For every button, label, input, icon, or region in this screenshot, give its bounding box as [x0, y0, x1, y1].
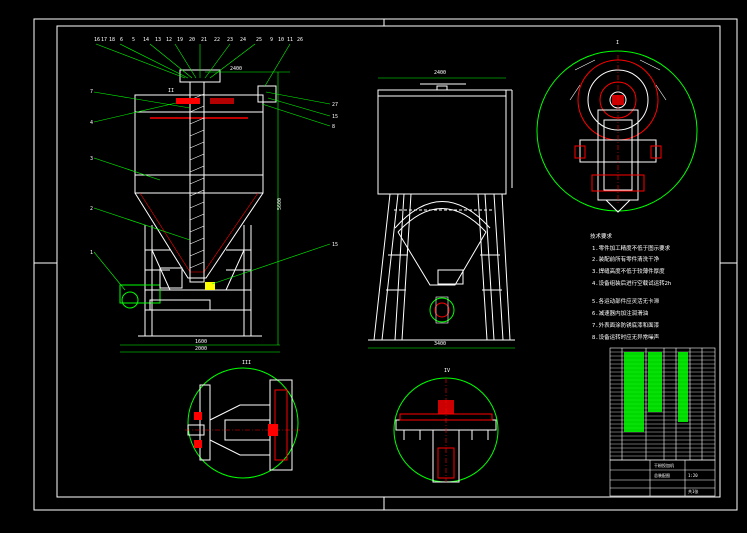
balloon-15b: 15 — [332, 242, 338, 248]
balloon-5: 5 — [132, 37, 135, 43]
balloon-4: 4 — [90, 120, 93, 126]
title-block — [609, 459, 716, 497]
drawing-frame — [33, 18, 738, 511]
balloon-14: 14 — [143, 37, 149, 43]
section-mark-2: II — [168, 88, 174, 94]
balloon-27: 27 — [332, 102, 338, 108]
balloon-26: 26 — [297, 37, 303, 43]
balloon-labels-right: 27 15 8 15 — [332, 102, 338, 248]
detail-view-bottom-left — [185, 367, 300, 479]
balloon-16: 16 — [94, 37, 100, 43]
balloon-24: 24 — [240, 37, 246, 43]
title-scale: 1:20 — [688, 473, 698, 478]
note-3: 3.焊缝高度不低于较薄件厚度 — [592, 267, 665, 275]
balloon-3: 3 — [90, 156, 93, 162]
balloon-labels-top: 16 17 18 6 5 14 13 12 19 20 21 22 23 24 … — [94, 37, 303, 43]
balloon-17: 17 — [101, 37, 107, 43]
title-drawing: 总装配图 — [654, 472, 670, 478]
balloon-20: 20 — [189, 37, 195, 43]
balloon-12: 12 — [166, 37, 172, 43]
balloon-22: 22 — [214, 37, 220, 43]
front-view — [119, 69, 290, 353]
balloon-25: 25 — [256, 37, 262, 43]
balloon-21: 21 — [201, 37, 207, 43]
title-block-text: 干粉投加机 总装配图 1:20 共1张 — [654, 462, 698, 494]
parts-list-fill — [624, 352, 688, 432]
detail-view-top-right — [536, 50, 698, 213]
note-1: 1.零件加工精度不低于图示要求 — [592, 244, 671, 252]
balloon-18: 18 — [109, 37, 115, 43]
title-name: 干粉投加机 — [654, 462, 674, 468]
dim-side-base: 3400 — [434, 341, 446, 347]
balloon-23: 23 — [227, 37, 233, 43]
balloon-6: 6 — [120, 37, 123, 43]
section-marks: I III IV II — [168, 40, 619, 374]
section-mark-1: I — [616, 40, 619, 46]
technical-notes: 技术要求 1.零件加工精度不低于图示要求 2.装配前所有零件清洗干净 3.焊缝高… — [590, 232, 671, 341]
balloon-9: 9 — [270, 37, 273, 43]
note-4: 4.设备组装后进行空载试运转2h — [592, 279, 671, 287]
balloon-15a: 15 — [332, 114, 338, 120]
balloon-7: 7 — [90, 89, 93, 95]
note-7: 7.外表面涂防锈底漆和面漆 — [592, 321, 660, 329]
front-view-leaders — [93, 43, 331, 291]
dim-base-inner: 1600 — [195, 339, 207, 345]
balloon-13: 13 — [155, 37, 161, 43]
dim-height: 5600 — [277, 198, 283, 210]
balloon-10: 10 — [278, 37, 284, 43]
balloon-2: 2 — [90, 206, 93, 212]
balloon-8: 8 — [332, 124, 335, 130]
balloon-labels-left: 7 4 3 2 1 — [90, 89, 93, 256]
dimension-labels: 2400 1600 2000 5600 2400 3400 — [195, 66, 446, 352]
note-2: 2.装配前所有零件清洗干净 — [592, 255, 660, 263]
dim-base-outer: 2000 — [195, 346, 207, 352]
note-8: 8.设备运转时应无异常噪声 — [592, 333, 660, 341]
note-5: 5.各运动部件应灵活无卡滞 — [592, 297, 660, 305]
balloon-1: 1 — [90, 250, 93, 256]
note-6: 6.减速器内加注润滑油 — [592, 309, 649, 317]
title-sheet: 共1张 — [688, 488, 698, 494]
detail-view-bottom-middle — [393, 377, 499, 483]
side-view — [368, 77, 515, 349]
balloon-11: 11 — [287, 37, 293, 43]
dim-side-top: 2400 — [434, 70, 446, 76]
section-mark-3: III — [242, 360, 251, 366]
dim-top: 2400 — [230, 66, 242, 72]
balloon-19: 19 — [177, 37, 183, 43]
section-mark-4: IV — [444, 368, 450, 374]
notes-heading: 技术要求 — [590, 232, 613, 240]
